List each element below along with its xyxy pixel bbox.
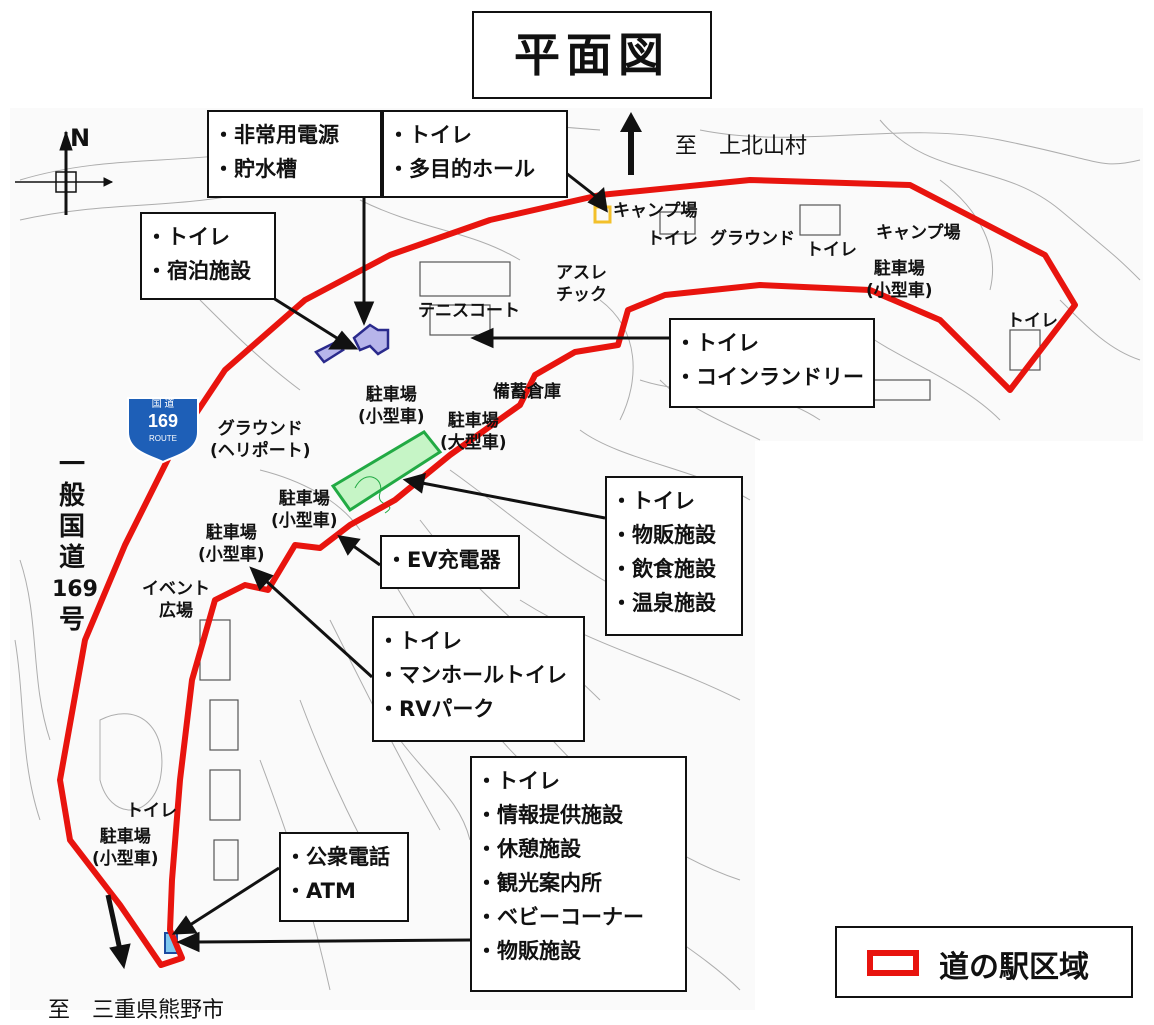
label-line: グラウンド [217, 419, 303, 439]
callout-lodging: トイレ 宿泊施設 [140, 212, 276, 300]
compass-icon [15, 130, 114, 215]
callout-ev: EV充電器 [380, 535, 520, 589]
connector-lines [171, 171, 670, 953]
road-char: 道 [58, 543, 85, 573]
label-parking-ne: 駐車場 (小型車) [866, 258, 933, 302]
callout-item: 宿泊施設 [154, 254, 264, 288]
label-line: イベント [142, 579, 210, 599]
road-char: 号 [58, 605, 85, 635]
legend-label: 道の駅区域 [939, 950, 1089, 985]
callout-item: トイレ [619, 484, 731, 518]
onsen-building-pattern [354, 476, 391, 514]
callout-item: トイレ [484, 764, 675, 798]
callout-item: トイレ [683, 326, 863, 360]
road-char: 般 [58, 481, 85, 511]
road-vertical-label: 一 般 国 道 169 号 [52, 450, 98, 636]
callout-item: 物販施設 [619, 518, 731, 552]
label-parking-sw: 駐車場 (小型車) [92, 826, 159, 870]
label-athletic: アスレ チック [556, 262, 607, 306]
callout-item: 公衆電話 [293, 840, 397, 874]
label-camp: キャンプ場 [876, 223, 961, 243]
onsen-building [330, 430, 443, 513]
direction-south-text: 至 三重県熊野市 [48, 998, 225, 1023]
label-line: (小型車) [358, 407, 425, 427]
callout-item: 観光案内所 [484, 866, 675, 900]
label-parking-mid: 駐車場 (小型車) [271, 488, 338, 532]
label-line: (小型車) [198, 545, 265, 565]
label-line: (小型車) [271, 511, 338, 531]
callout-onsen: トイレ 物販施設 飲食施設 温泉施設 [605, 476, 743, 636]
label-tennis-court: テニスコート [418, 301, 520, 321]
callout-power: 非常用電源 貯水槽 [207, 110, 382, 198]
callout-item: トイレ [154, 220, 264, 254]
route-shield-number: 169 [148, 411, 178, 431]
label-event-plaza: イベント 広場 [142, 578, 210, 622]
label-toilet: トイレ [1007, 311, 1058, 331]
callout-rv: トイレ マンホールトイレ RVパーク [372, 616, 585, 742]
road-char: 国 [58, 512, 85, 542]
label-line: チック [556, 285, 607, 305]
label-line: (小型車) [866, 281, 933, 301]
page-title: 平面図 [472, 11, 712, 99]
callout-item: 多目的ホール [396, 152, 556, 186]
callout-item: マンホールトイレ [386, 658, 573, 692]
legend-swatch [867, 950, 919, 976]
label-line: 駐車場 [278, 489, 330, 509]
label-line: 広場 [159, 601, 193, 621]
callout-item: 温泉施設 [619, 586, 731, 620]
label-storage: 備蓄倉庫 [493, 382, 561, 402]
label-line: 駐車場 [447, 411, 499, 431]
label-toilet: トイレ [647, 229, 698, 249]
callout-item: 休憩施設 [484, 832, 675, 866]
callout-item: ATM [293, 874, 397, 908]
legend: 道の駅区域 [835, 926, 1133, 998]
label-line: (大型車) [440, 433, 507, 453]
north-label: N [70, 124, 91, 152]
label-line: 駐車場 [873, 259, 925, 279]
route-shield-icon: 国 道 169 ROUTE [127, 397, 199, 464]
callout-item: 情報提供施設 [484, 798, 675, 832]
lodging-building-part [352, 323, 390, 356]
callout-laundry: トイレ コインランドリー [669, 318, 875, 408]
route-shield-bottom: ROUTE [149, 434, 177, 443]
label-heliport: グラウンド (ヘリポート) [210, 418, 311, 462]
callout-main: トイレ 情報提供施設 休憩施設 観光案内所 ベビーコーナー 物販施設 [470, 756, 687, 992]
callout-item: トイレ [386, 624, 573, 658]
arrow-up-icon [620, 112, 642, 175]
label-toilet: トイレ [126, 801, 177, 821]
label-line: 駐車場 [205, 523, 257, 543]
route-shield-top: 国 道 [152, 397, 175, 410]
label-parking-small: 駐車場 (小型車) [358, 384, 425, 428]
callout-item: ベビーコーナー [484, 900, 675, 934]
callout-item: 貯水槽 [221, 152, 370, 186]
callout-item: 非常用電源 [221, 118, 370, 152]
callout-item: トイレ [396, 118, 556, 152]
boundary-line [57, 177, 1078, 968]
callout-item: RVパーク [386, 692, 573, 726]
callout-item: 飲食施設 [619, 552, 731, 586]
callout-item: 物販施設 [484, 934, 675, 968]
label-parking-low: 駐車場 (小型車) [198, 522, 265, 566]
label-parking-large: 駐車場 (大型車) [440, 410, 507, 454]
label-line: 駐車場 [365, 385, 417, 405]
label-line: アスレ [556, 263, 607, 283]
callout-item: EV充電器 [394, 543, 508, 577]
direction-north-text: 至 上北山村 [675, 134, 808, 159]
label-line: (小型車) [92, 849, 159, 869]
arrow-down-icon [105, 894, 131, 970]
label-ground: グラウンド [710, 229, 795, 249]
callout-phone: 公衆電話 ATM [279, 832, 409, 922]
label-line: (ヘリポート) [210, 441, 311, 461]
label-line: 駐車場 [99, 827, 151, 847]
road-char: 一 [58, 450, 85, 480]
label-camp: キャンプ場 [613, 201, 698, 221]
callout-hall: トイレ 多目的ホール [382, 110, 568, 198]
label-toilet: トイレ [806, 240, 857, 260]
road-char: 169 [52, 577, 98, 602]
callout-item: コインランドリー [683, 360, 864, 394]
